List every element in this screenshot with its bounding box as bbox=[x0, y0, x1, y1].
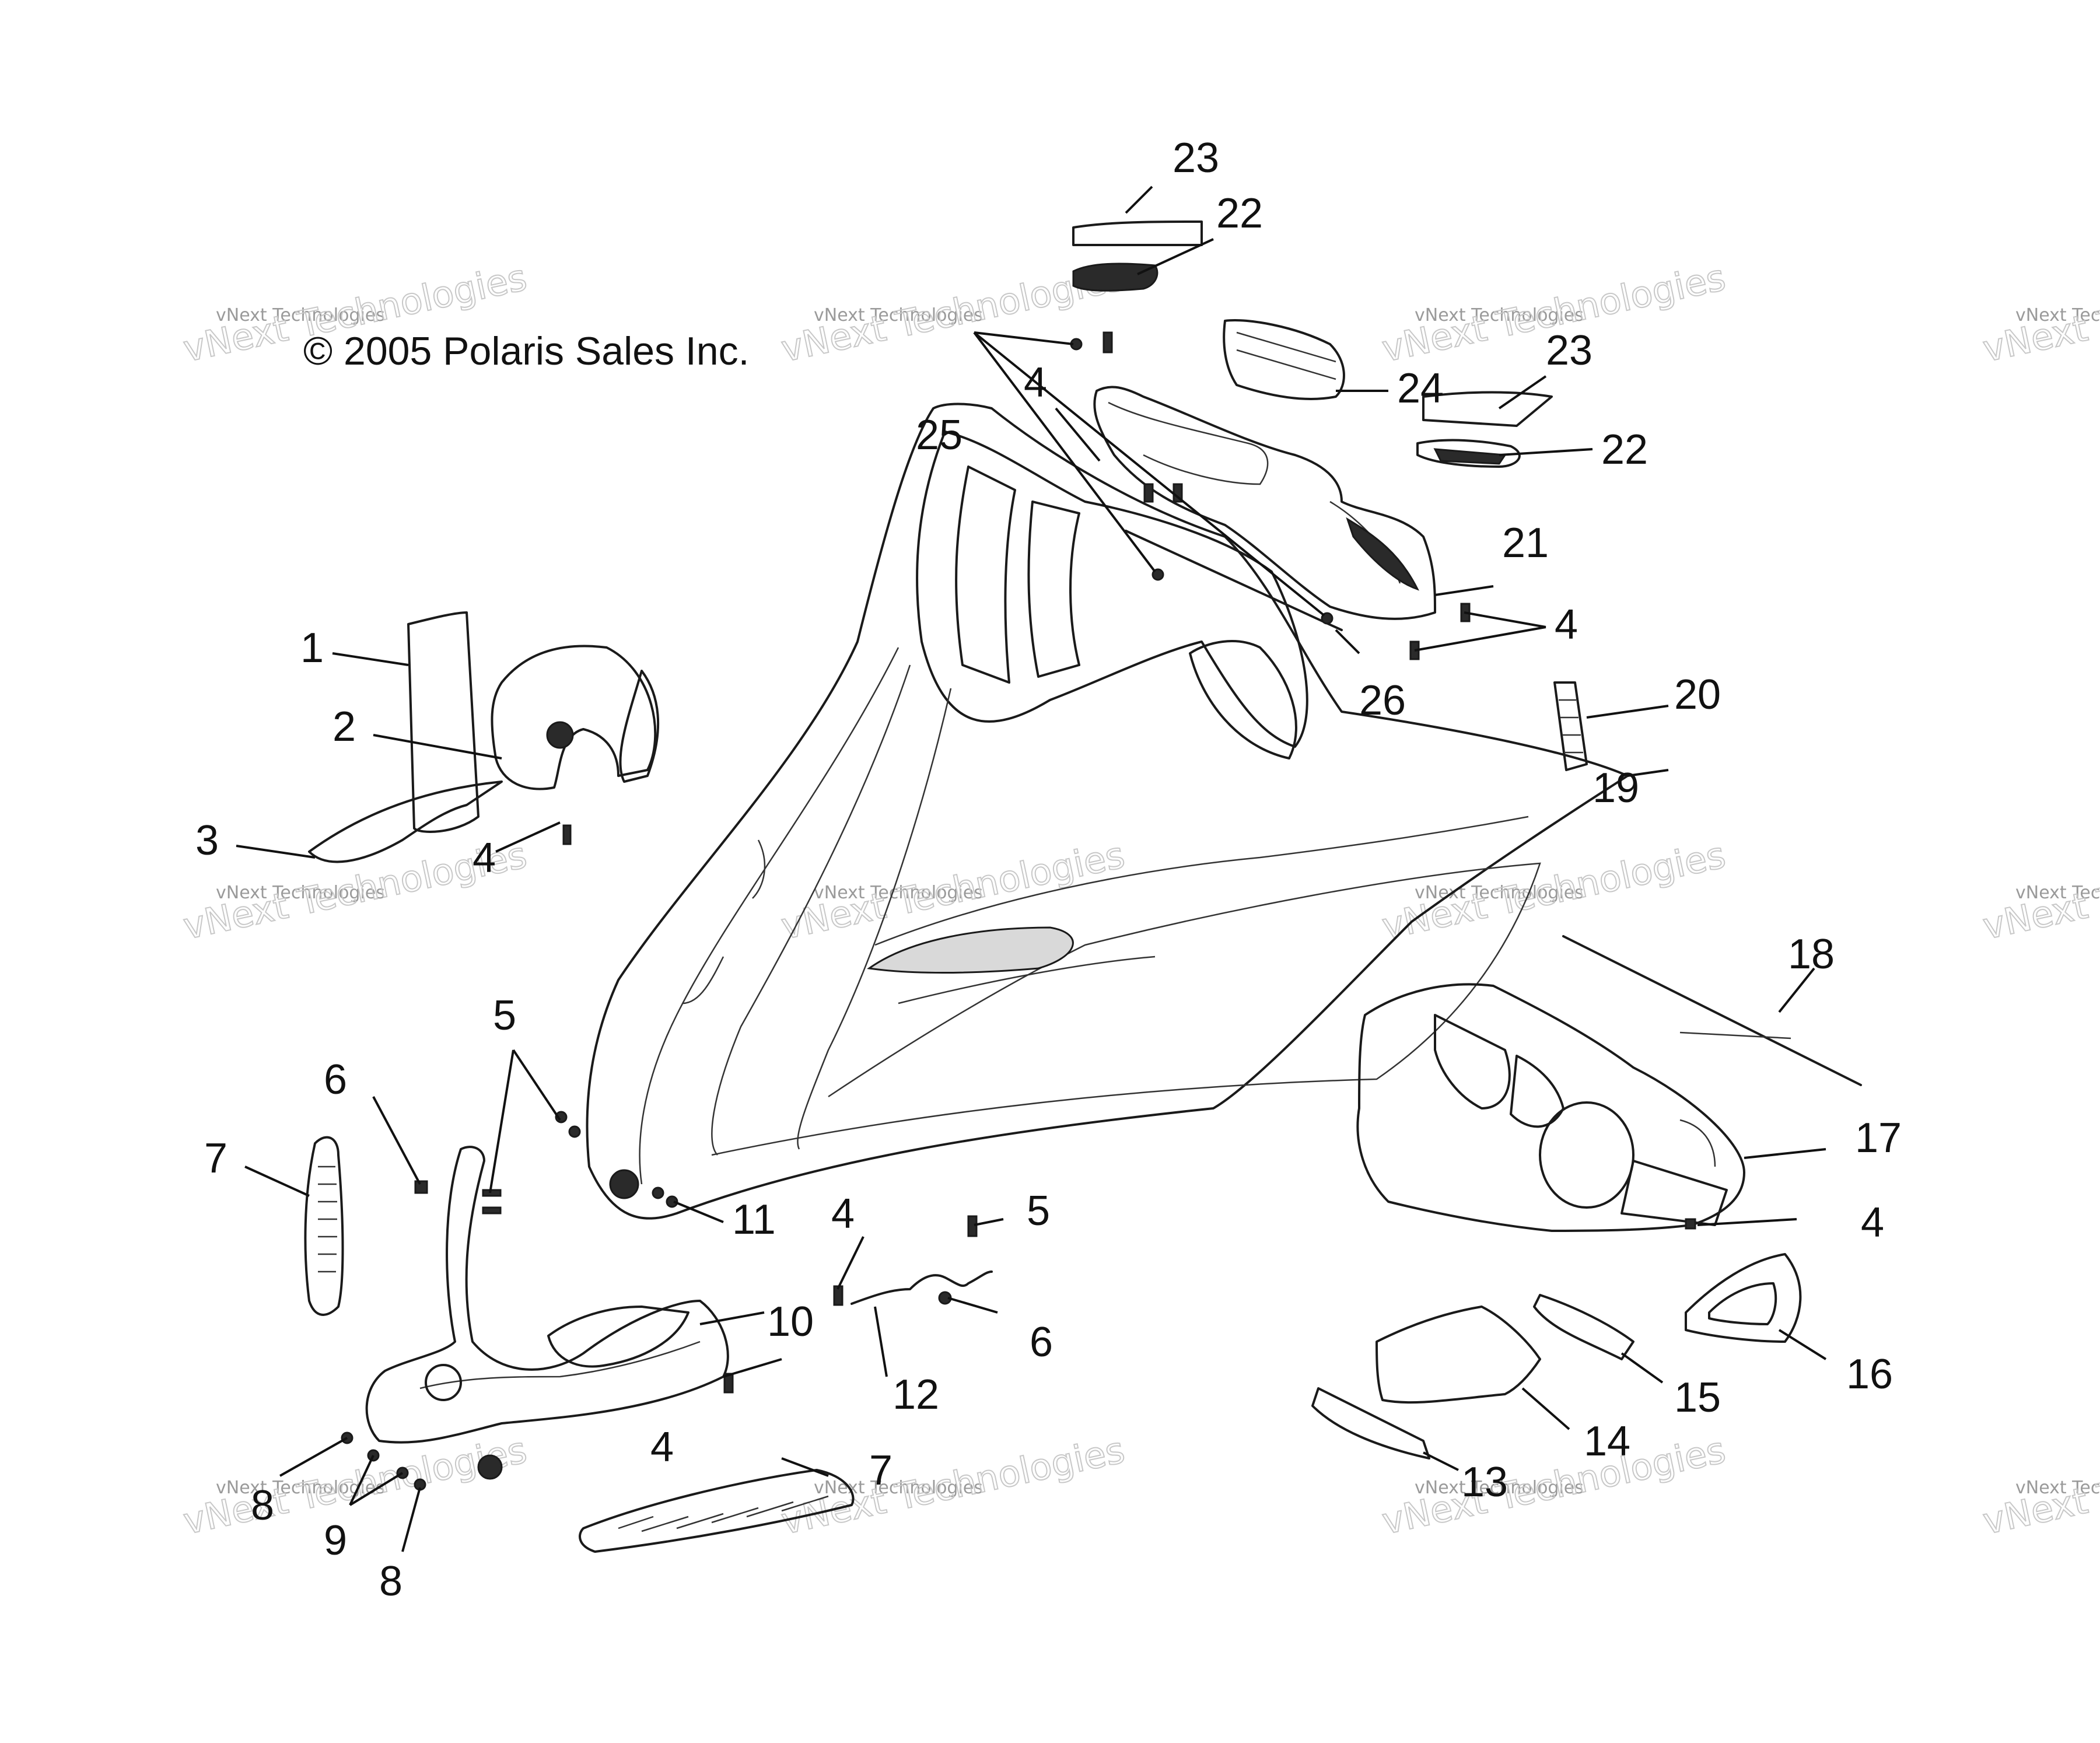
callout-20: 20 bbox=[1674, 671, 1721, 718]
callout-8-a: 8 bbox=[251, 1482, 274, 1529]
part-22-top bbox=[1072, 262, 1158, 292]
part-22-right bbox=[1416, 439, 1521, 468]
callout-1: 1 bbox=[300, 625, 324, 671]
leader-lines bbox=[236, 186, 1827, 1552]
part-10 bbox=[365, 1146, 729, 1480]
part-23-right bbox=[1422, 391, 1553, 427]
callout-18: 18 bbox=[1788, 931, 1835, 978]
callout-4-a: 4 bbox=[473, 835, 496, 881]
callout-5-b: 5 bbox=[1027, 1188, 1050, 1234]
callout-10: 10 bbox=[767, 1298, 814, 1345]
callout-16: 16 bbox=[1846, 1351, 1893, 1398]
callout-17: 17 bbox=[1855, 1115, 1902, 1161]
callout-23-a: 23 bbox=[1172, 135, 1219, 181]
callout-6-b: 6 bbox=[1030, 1319, 1053, 1366]
callout-21: 21 bbox=[1502, 520, 1549, 566]
watermark-small: vNext Technologies bbox=[216, 883, 385, 903]
callout-22-a: 22 bbox=[1216, 190, 1263, 237]
callout-4-d: 4 bbox=[1024, 359, 1047, 406]
callout-14: 14 bbox=[1584, 1418, 1630, 1465]
part-14 bbox=[1376, 1306, 1541, 1404]
callout-7-a: 7 bbox=[204, 1135, 228, 1182]
watermark-small: vNext Technologies bbox=[1415, 1478, 1584, 1498]
callout-4-e: 4 bbox=[1555, 601, 1578, 648]
part-23-top bbox=[1072, 220, 1203, 246]
callout-23-b: 23 bbox=[1546, 327, 1592, 374]
callout-11: 11 bbox=[732, 1196, 776, 1243]
callout-4-f: 4 bbox=[1861, 1199, 1884, 1246]
watermark-small: vNext Technologies bbox=[2015, 305, 2100, 326]
callout-5-a: 5 bbox=[493, 992, 516, 1039]
part-17 bbox=[1356, 983, 1791, 1232]
callout-labels: 1 2 3 4 4 4 4 4 4 4 5 5 6 6 7 7 8 8 9 10… bbox=[195, 135, 1902, 1605]
callout-12: 12 bbox=[892, 1371, 939, 1418]
part-7-left bbox=[304, 1136, 344, 1316]
part-20 bbox=[1553, 681, 1588, 771]
callout-26: 26 bbox=[1359, 677, 1406, 724]
watermark-small: vNext Technologies bbox=[814, 305, 983, 326]
watermark-small: vNext Technologies bbox=[814, 883, 983, 903]
callout-25: 25 bbox=[916, 412, 963, 459]
callout-9: 9 bbox=[324, 1517, 347, 1564]
hood-part bbox=[586, 402, 1629, 1220]
callout-15: 15 bbox=[1674, 1374, 1721, 1421]
callout-4-c: 4 bbox=[650, 1424, 674, 1471]
part-26 bbox=[1125, 530, 1343, 631]
watermark-small: vNext Technologies bbox=[2015, 1478, 2100, 1498]
parts bbox=[304, 220, 1862, 1553]
watermark-small: vNext Technologies bbox=[1415, 305, 1584, 326]
callout-24: 24 bbox=[1397, 365, 1444, 412]
copyright-text: © 2005 Polaris Sales Inc. bbox=[303, 329, 750, 373]
part-12 bbox=[850, 1270, 993, 1305]
part-1 bbox=[407, 611, 480, 833]
part-3 bbox=[308, 780, 503, 863]
part-24 bbox=[1223, 319, 1345, 400]
callout-22-b: 22 bbox=[1601, 426, 1648, 473]
part-16 bbox=[1685, 1253, 1802, 1343]
part-13 bbox=[1311, 1387, 1430, 1460]
callout-3: 3 bbox=[195, 817, 219, 864]
callout-13: 13 bbox=[1461, 1459, 1508, 1506]
part-15 bbox=[1533, 1294, 1634, 1360]
callout-19: 19 bbox=[1592, 765, 1639, 811]
callout-8-b: 8 bbox=[379, 1558, 402, 1605]
watermark-row-3: vNext Technologies vNext Technologies vN… bbox=[179, 1428, 2100, 1544]
watermark-small: vNext Technologies bbox=[216, 305, 385, 326]
callout-2: 2 bbox=[332, 704, 356, 750]
part-7-bottom bbox=[579, 1469, 855, 1553]
watermark-small: vNext Technologies bbox=[2015, 883, 2100, 903]
callout-4-b: 4 bbox=[831, 1191, 855, 1237]
part-21 bbox=[1093, 386, 1436, 620]
part-2 bbox=[491, 645, 660, 790]
part-18 bbox=[1562, 935, 1862, 1086]
callout-7-b: 7 bbox=[869, 1447, 892, 1494]
watermark-small: vNext Technologies bbox=[216, 1478, 385, 1498]
hardware-parts bbox=[341, 331, 1696, 1491]
callout-6-a: 6 bbox=[324, 1056, 347, 1103]
